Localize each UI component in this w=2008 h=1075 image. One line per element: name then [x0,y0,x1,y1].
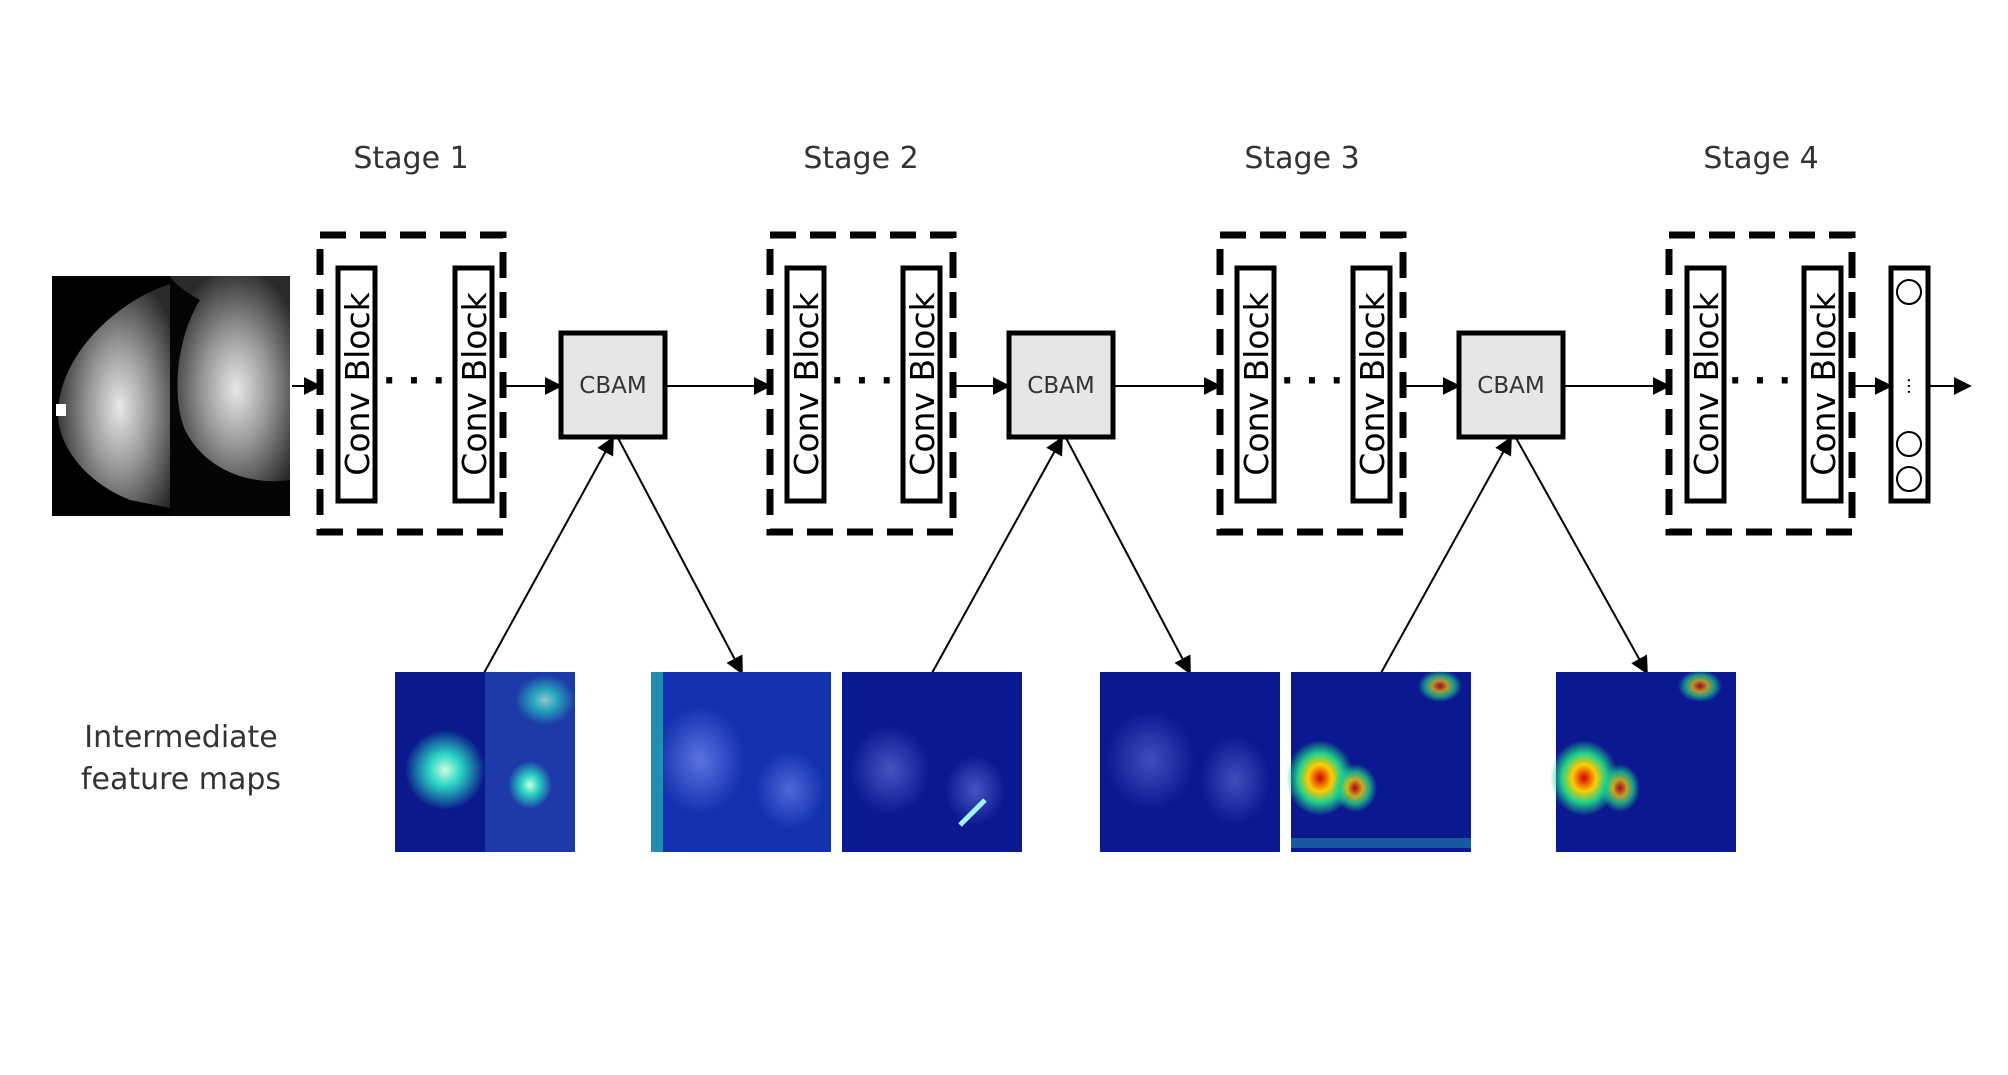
input-mammogram-image [52,276,290,516]
conv-block-label: Conv Block [338,291,377,475]
conv-block-box [335,265,378,504]
feature-map-1 [395,672,575,852]
caption-line-2: feature maps [81,762,281,797]
conv-block-label: Conv Block [1804,291,1843,475]
stage-1-group: Conv Block · · · Conv Block [316,231,507,536]
neuron-circle [1896,431,1922,457]
conv-block-box [1234,265,1277,504]
conv-block-label: Conv Block [787,291,826,475]
fc-ellipsis: ··· [1899,377,1920,394]
conv-block-label: Conv Block [903,291,942,475]
feature-map-4 [1100,672,1280,852]
neuron-circle [1896,279,1922,305]
cbam-module-3: CBAM [1456,330,1566,440]
caption-line-1: Intermediate [84,720,278,755]
input-map-arrow-3 [1380,436,1512,674]
conv-block-ellipsis: · · · [383,361,445,401]
cbam-label: CBAM [1477,373,1544,399]
cbam-module-1: CBAM [558,330,668,440]
feature-map-2 [651,672,831,852]
input-map-arrow-1 [483,436,614,674]
cbam-label: CBAM [1027,373,1094,399]
stage-3-group: Conv Block · · · Conv Block [1216,231,1407,536]
conv-block-box [1801,265,1844,504]
cbam-module-2: CBAM [1006,330,1116,440]
conv-block-label: Conv Block [455,291,494,475]
feature-map-6 [1550,670,1736,852]
stage-3-label: Stage 3 [1244,141,1359,176]
conv-block-ellipsis: · · · [1729,361,1791,401]
conv-block-box [1350,265,1393,504]
conv-block-label: Conv Block [1353,291,1392,475]
stage-2-label: Stage 2 [803,141,918,176]
output-map-arrow-3 [1515,437,1648,675]
feature-maps-caption: Intermediate feature maps [81,720,281,797]
neuron-circle [1896,466,1922,492]
conv-block-box [1684,265,1727,504]
output-fc-layer: ··· [1888,265,1931,504]
conv-block-ellipsis: · · · [1281,361,1343,401]
conv-block-box [900,265,943,504]
stage-1-label: Stage 1 [353,141,468,176]
conv-block-box [452,265,495,504]
output-map-arrow-1 [617,437,743,675]
conv-block-label: Conv Block [1687,291,1726,475]
output-map-arrow-2 [1065,437,1191,675]
conv-block-box [784,265,827,504]
stage-labels: Stage 1 Stage 2 Stage 3 Stage 4 [353,141,1818,176]
feature-map-3 [842,672,1022,852]
stage-4-label: Stage 4 [1703,141,1818,176]
conv-block-ellipsis: · · · [831,361,893,401]
conv-block-label: Conv Block [1237,291,1276,475]
stage-4-group: Conv Block · · · Conv Block [1665,231,1856,536]
feature-map-arrows [483,436,1648,675]
input-map-arrow-2 [931,436,1063,674]
cbam-label: CBAM [579,373,646,399]
stage-2-group: Conv Block · · · Conv Block [766,231,957,536]
feature-map-5 [1286,670,1471,852]
